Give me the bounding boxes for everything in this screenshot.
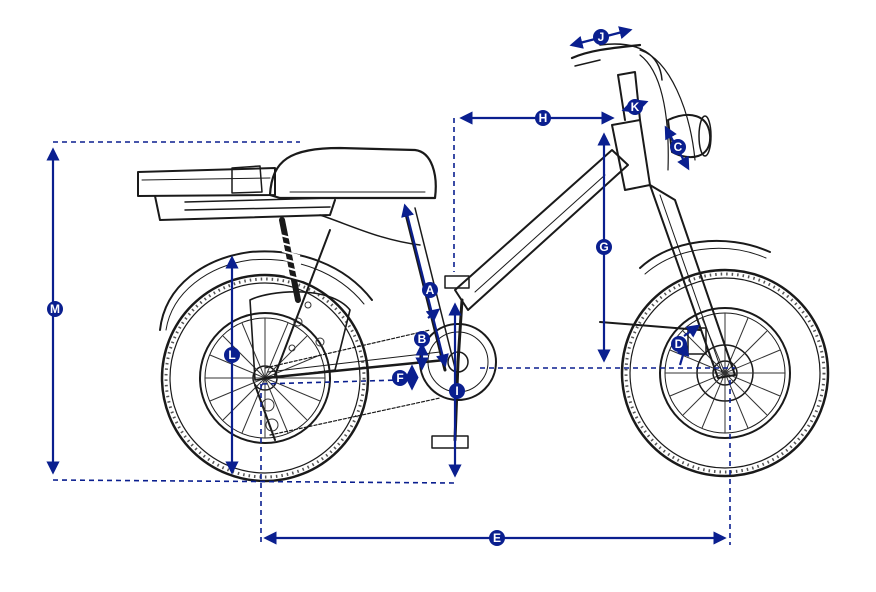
badge-m: M [47, 301, 63, 317]
fork-and-handlebar [570, 43, 736, 379]
label-m: M [50, 302, 60, 316]
drivetrain [254, 275, 497, 449]
label-e: E [493, 531, 501, 545]
label-a: A [426, 283, 435, 297]
badge-j: J [593, 29, 609, 45]
label-i: I [455, 384, 458, 398]
badge-a: A [422, 282, 438, 298]
label-c: C [674, 140, 683, 154]
label-d: D [675, 337, 684, 351]
rear-shock [279, 217, 304, 303]
badge-e: E [489, 530, 505, 546]
label-g: G [599, 240, 608, 254]
front-wheel [620, 268, 830, 478]
badge-h: H [535, 110, 551, 126]
badge-g: G [596, 239, 612, 255]
badge-d: D [671, 336, 687, 352]
label-badges: A B C D E F G H I J K L M [47, 29, 687, 546]
label-k: K [631, 100, 640, 114]
label-f: F [396, 371, 403, 385]
badge-k: K [627, 99, 643, 115]
badge-l: L [224, 347, 240, 363]
label-h: H [539, 111, 548, 125]
badge-c: C [670, 139, 686, 155]
bike-illustration [137, 43, 830, 483]
frame [249, 119, 651, 381]
label-b: B [418, 332, 427, 346]
badge-f: F [392, 370, 408, 386]
rear-rack [137, 165, 336, 221]
badge-b: B [414, 331, 430, 347]
label-l: L [228, 348, 235, 362]
label-j: J [598, 30, 605, 44]
badge-i: I [449, 383, 465, 399]
